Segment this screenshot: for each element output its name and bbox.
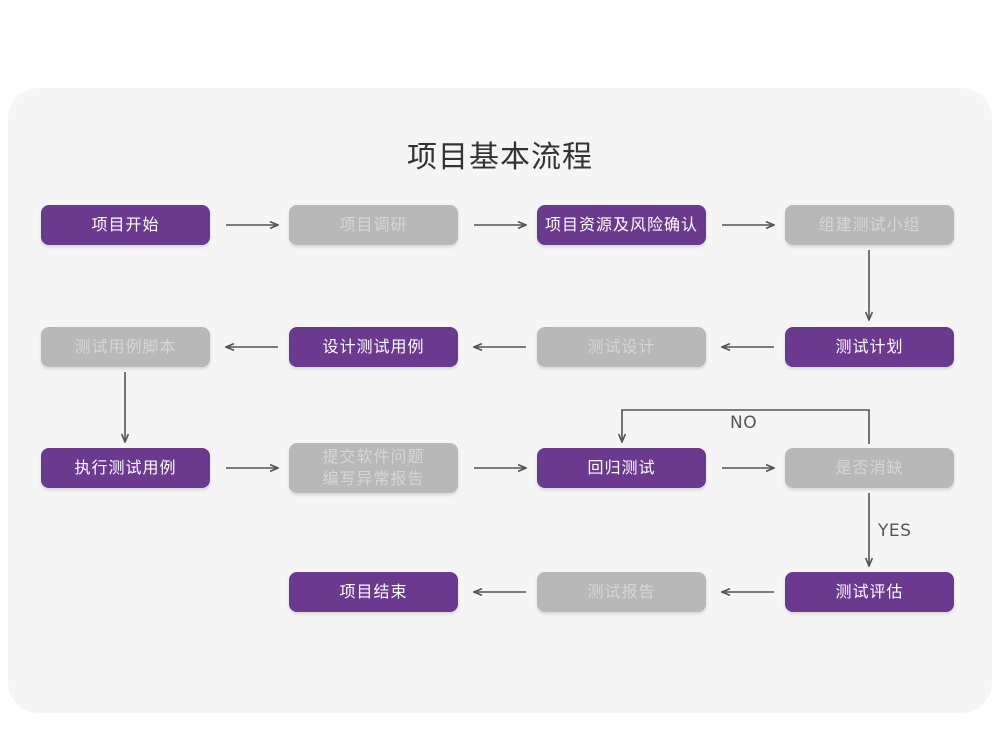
node-resource-risk-confirm[interactable]: 项目资源及风险确认 bbox=[537, 205, 706, 245]
node-project-research[interactable]: 项目调研 bbox=[289, 205, 458, 245]
node-project-end[interactable]: 项目结束 bbox=[289, 572, 458, 612]
node-defect-cleared[interactable]: 是否消缺 bbox=[785, 448, 954, 488]
node-test-case-script[interactable]: 测试用例脚本 bbox=[41, 327, 210, 367]
node-execute-test-cases[interactable]: 执行测试用例 bbox=[41, 448, 210, 488]
node-regression-test[interactable]: 回归测试 bbox=[537, 448, 706, 488]
node-test-plan[interactable]: 测试计划 bbox=[785, 327, 954, 367]
flowchart-card bbox=[8, 88, 992, 713]
page-title: 项目基本流程 bbox=[407, 140, 593, 175]
node-submit-issues-report[interactable]: 提交软件问题 编写异常报告 bbox=[289, 443, 458, 493]
node-test-report[interactable]: 测试报告 bbox=[537, 572, 706, 612]
node-project-start[interactable]: 项目开始 bbox=[41, 205, 210, 245]
node-test-design[interactable]: 测试设计 bbox=[537, 327, 706, 367]
node-form-test-team[interactable]: 组建测试小组 bbox=[785, 205, 954, 245]
edge-label-no: NO bbox=[730, 413, 758, 433]
node-design-test-cases[interactable]: 设计测试用例 bbox=[289, 327, 458, 367]
node-test-evaluation[interactable]: 测试评估 bbox=[785, 572, 954, 612]
edge-label-yes: YES bbox=[878, 521, 912, 541]
